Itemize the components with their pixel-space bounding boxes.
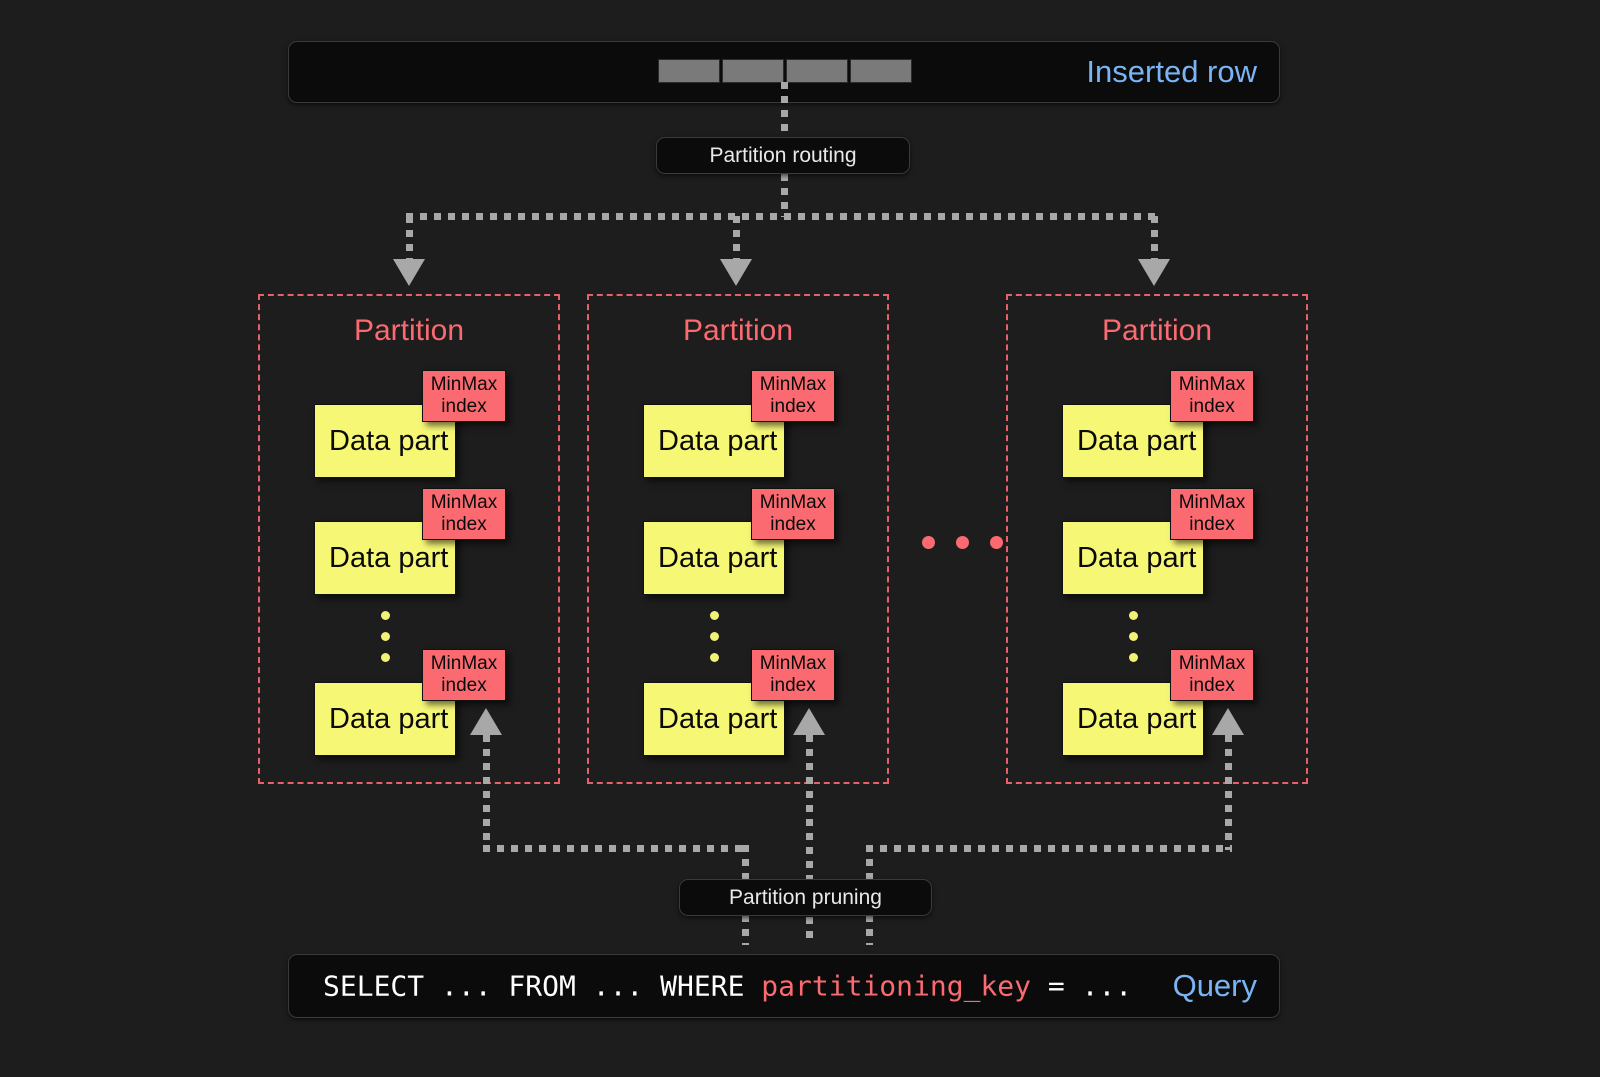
partition-box-1: Partition — [258, 294, 560, 784]
connector-routing-to-bus — [781, 174, 788, 217]
ellipsis-dot — [710, 632, 719, 641]
ellipsis-dot — [1129, 632, 1138, 641]
minmax-line2: index — [1189, 514, 1235, 535]
ellipsis-dot — [710, 653, 719, 662]
partition-title-2: Partition — [682, 314, 794, 347]
partition-box-2: Partition — [587, 294, 889, 784]
connector-pruning-to-partition-3 — [1225, 735, 1232, 850]
sql-partitioning-key: partitioning_key — [761, 969, 1032, 1003]
partitions-ellipsis — [922, 536, 1003, 549]
query-label: Query — [1172, 968, 1257, 1003]
parts-ellipsis-3 — [1129, 611, 1138, 662]
ellipsis-dot — [381, 632, 390, 641]
minmax-line1: MinMax — [1178, 653, 1246, 675]
pruning-bus-left — [483, 845, 749, 852]
data-part-3-1: Data part — [1062, 404, 1204, 478]
minmax-line1: MinMax — [1178, 374, 1246, 396]
data-part-label: Data part — [329, 424, 449, 457]
connector-row-to-routing — [781, 82, 788, 138]
data-part-label: Data part — [658, 541, 778, 574]
arrow-into-partition-3 — [1138, 259, 1170, 286]
minmax-line1: MinMax — [430, 492, 498, 514]
ellipsis-dot — [710, 611, 719, 620]
partition-routing-label: Partition routing — [656, 137, 910, 174]
insert-distribution-bus — [406, 213, 1158, 220]
data-part-label: Data part — [658, 424, 778, 457]
row-cell — [786, 59, 848, 83]
minmax-line2: index — [770, 675, 816, 696]
partition-box-3: Partition — [1006, 294, 1308, 784]
parts-ellipsis-1 — [381, 611, 390, 662]
minmax-line2: index — [770, 514, 816, 535]
partition-pruning-text: Partition pruning — [729, 885, 882, 909]
ellipsis-dot — [1129, 653, 1138, 662]
minmax-line1: MinMax — [430, 653, 498, 675]
data-part-label: Data part — [1077, 424, 1197, 457]
connector-bus-to-partition-1 — [406, 216, 413, 263]
minmax-line2: index — [1189, 396, 1235, 417]
minmax-line2: index — [770, 396, 816, 417]
partition-pruning-label: Partition pruning — [679, 879, 932, 916]
arrow-into-partition-2 — [720, 259, 752, 286]
minmax-line1: MinMax — [759, 492, 827, 514]
pruning-bus-right — [866, 845, 1232, 852]
minmax-line1: MinMax — [430, 374, 498, 396]
connector-bus-to-partition-2 — [733, 216, 740, 263]
row-cell — [850, 59, 912, 83]
minmax-line2: index — [441, 396, 487, 417]
inserted-row-label: Inserted row — [1086, 54, 1257, 89]
ellipsis-dot — [956, 536, 969, 549]
minmax-line1: MinMax — [759, 374, 827, 396]
connector-bus-to-partition-3 — [1151, 216, 1158, 263]
partition-routing-text: Partition routing — [709, 143, 857, 167]
arrow-into-partition-3-bottom — [1212, 708, 1244, 735]
connector-pruning-to-partition-2 — [806, 735, 813, 941]
ellipsis-dot — [381, 611, 390, 620]
data-part-label: Data part — [329, 541, 449, 574]
ellipsis-dot — [990, 536, 1003, 549]
data-part-label: Data part — [658, 702, 778, 735]
partition-title-1: Partition — [353, 314, 465, 347]
minmax-line2: index — [441, 675, 487, 696]
minmax-line2: index — [1189, 675, 1235, 696]
data-part-label: Data part — [1077, 702, 1197, 735]
query-panel: SELECT ... FROM ... WHERE partitioning_k… — [288, 954, 1280, 1018]
minmax-line1: MinMax — [1178, 492, 1246, 514]
arrow-into-partition-1-bottom — [470, 708, 502, 735]
minmax-line1: MinMax — [759, 653, 827, 675]
row-cell — [658, 59, 720, 83]
parts-ellipsis-2 — [710, 611, 719, 662]
arrow-into-partition-1 — [393, 259, 425, 286]
ellipsis-dot — [922, 536, 935, 549]
inserted-row-cells — [658, 59, 912, 83]
sql-prefix: SELECT ... FROM ... WHERE — [323, 969, 762, 1003]
connector-pruning-to-partition-1 — [483, 735, 490, 850]
sql-suffix: = ... — [1031, 969, 1133, 1003]
arrow-into-partition-2-bottom — [793, 708, 825, 735]
sql-statement: SELECT ... FROM ... WHERE partitioning_k… — [323, 970, 1132, 1003]
data-part-label: Data part — [1077, 541, 1197, 574]
ellipsis-dot — [1129, 611, 1138, 620]
data-part-label: Data part — [329, 702, 449, 735]
partition-title-3: Partition — [1101, 314, 1213, 347]
ellipsis-dot — [381, 653, 390, 662]
minmax-line2: index — [441, 514, 487, 535]
row-cell — [722, 59, 784, 83]
